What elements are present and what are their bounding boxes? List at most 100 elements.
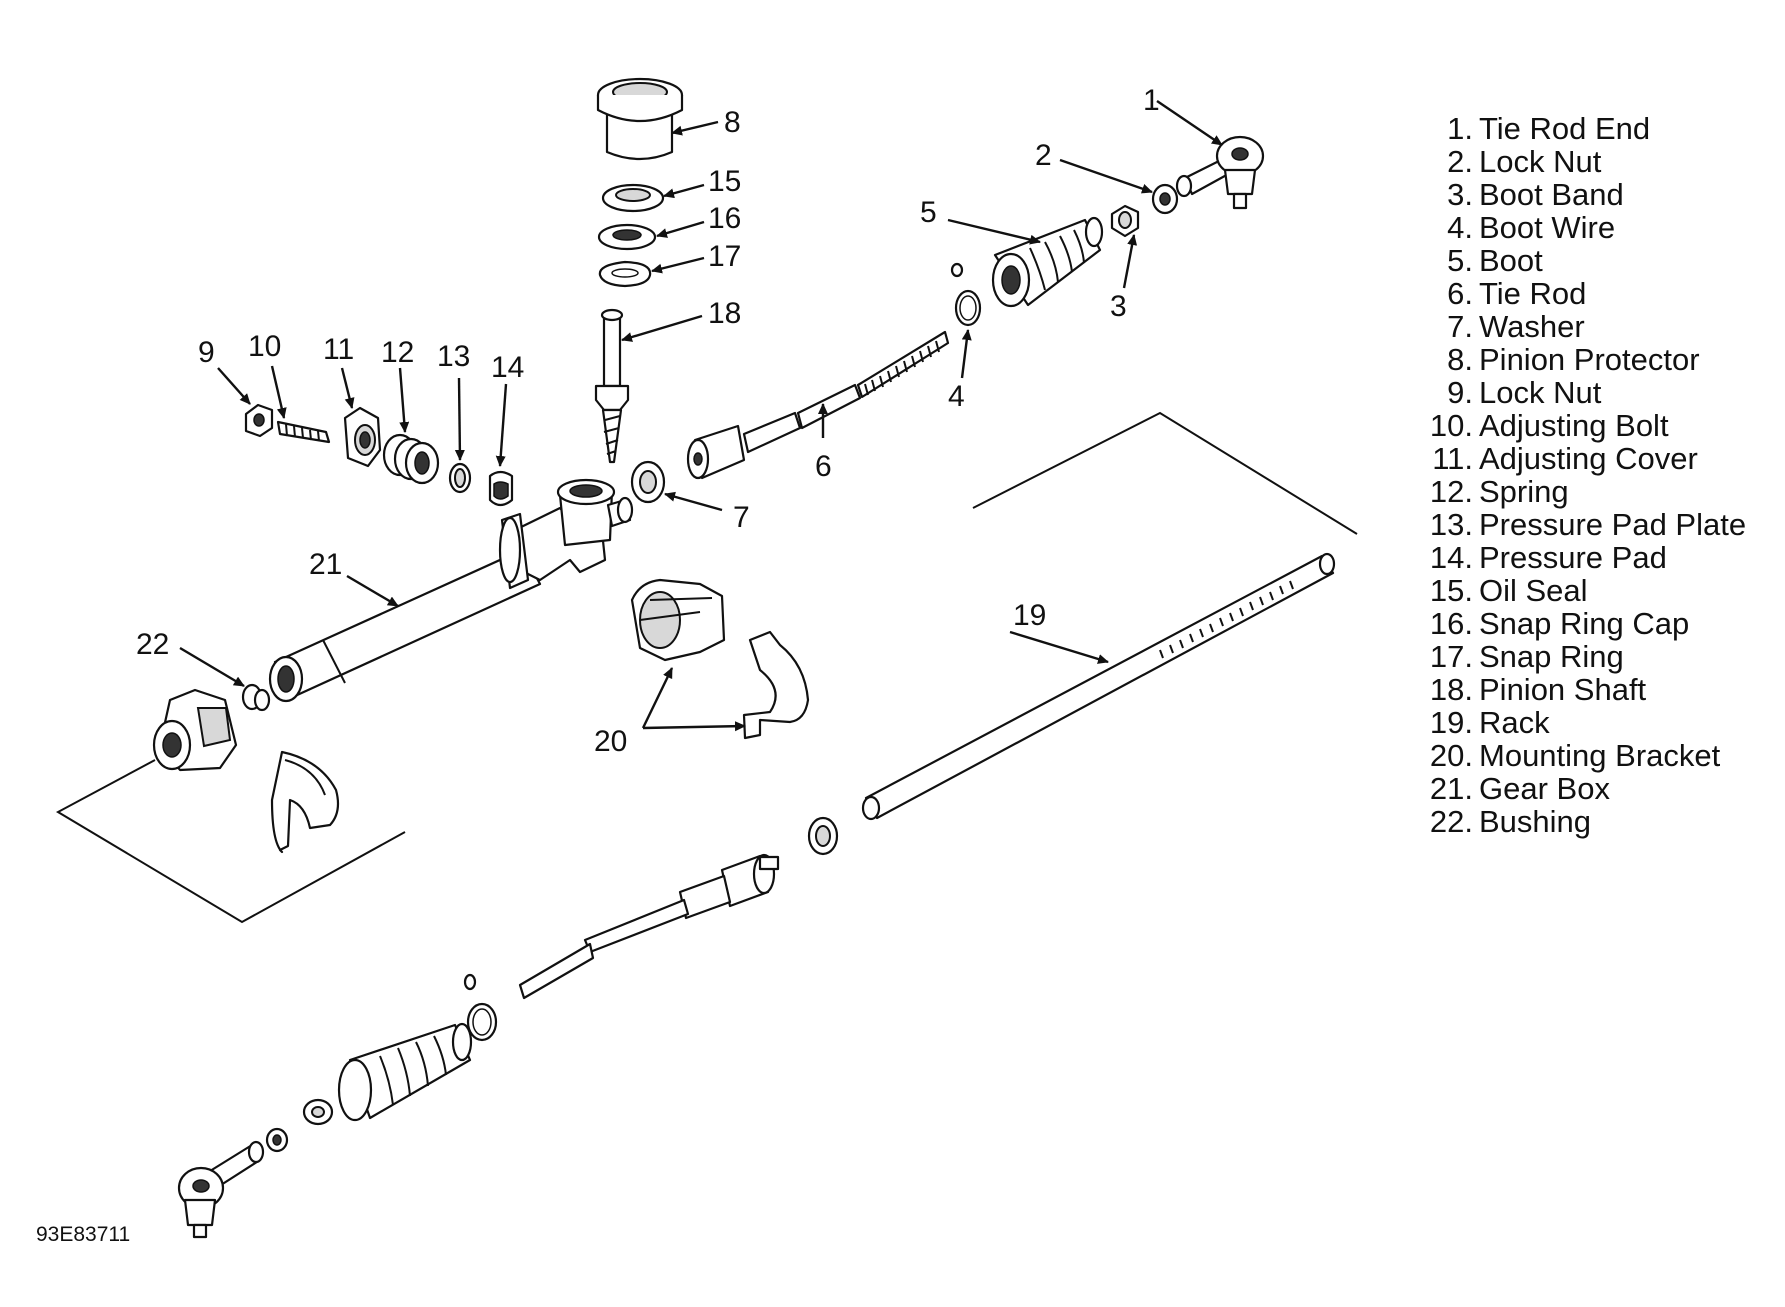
legend-label-17: Snap Ring	[1479, 639, 1624, 674]
leader-lines	[179, 100, 1223, 732]
legend-label-4: Boot Wire	[1479, 210, 1615, 245]
boot-wire-lower-part	[463, 973, 498, 1042]
rack-part	[861, 552, 1336, 821]
legend-label-20: Mounting Bracket	[1479, 738, 1721, 773]
pressure-pad-part	[488, 470, 514, 507]
callout-16: 16	[708, 202, 741, 235]
legend-label-13: Pressure Pad Plate	[1479, 507, 1746, 542]
snap-ring-cap-part	[597, 223, 657, 251]
callout-17: 17	[708, 240, 741, 273]
callout-4: 4	[948, 380, 965, 413]
figure-code: 93E83711	[36, 1223, 130, 1246]
legend-num-12: 12.	[1430, 474, 1473, 509]
callout-10: 10	[248, 330, 281, 363]
callout-12: 12	[381, 336, 414, 369]
legend-label-7: Washer	[1479, 309, 1585, 344]
legend-label-8: Pinion Protector	[1479, 342, 1700, 377]
callout-5: 5	[920, 196, 937, 229]
boot-upper-part	[991, 216, 1104, 308]
legend-num-19: 19.	[1430, 705, 1473, 740]
callout-21: 21	[309, 548, 342, 581]
legend-num-17: 17.	[1430, 639, 1473, 674]
legend-label-6: Tie Rod	[1479, 276, 1586, 311]
adjusting-bolt-part	[276, 420, 331, 444]
snap-ring-part	[598, 260, 652, 288]
legend-num-5: 5.	[1447, 243, 1473, 278]
legend-label-5: Boot	[1479, 243, 1543, 278]
boot-band-upper-part	[1110, 204, 1140, 238]
legend-num-21: 21.	[1430, 771, 1473, 806]
lock-nut-left-part	[244, 403, 274, 438]
assembly-guide-lines	[55, 411, 1358, 924]
callout-19: 19	[1013, 599, 1046, 632]
legend-num-3: 3.	[1447, 177, 1473, 212]
gear-box-part	[268, 478, 634, 703]
legend-label-9: Lock Nut	[1479, 375, 1602, 410]
callout-1: 1	[1143, 84, 1160, 117]
legend-label-14: Pressure Pad	[1479, 540, 1667, 575]
bushing-part	[241, 683, 271, 712]
legend-label-12: Spring	[1479, 474, 1569, 509]
callout-3: 3	[1110, 290, 1127, 323]
callout-9: 9	[198, 336, 215, 369]
boot-lower-part	[337, 1022, 473, 1122]
legend-num-16: 16.	[1430, 606, 1473, 641]
legend-label-19: Rack	[1479, 705, 1550, 740]
spring-part	[382, 433, 440, 485]
callout-11: 11	[323, 333, 354, 366]
boot-band-lower-part	[265, 1098, 334, 1153]
legend-num-7: 7.	[1447, 309, 1473, 344]
legend-label-11: Adjusting Cover	[1479, 441, 1698, 476]
callout-8: 8	[724, 106, 741, 139]
legend-num-9: 9.	[1447, 375, 1473, 410]
legend-label-16: Snap Ring Cap	[1479, 606, 1689, 641]
legend-label-21: Gear Box	[1479, 771, 1610, 806]
legend-num-11: 11.	[1432, 441, 1473, 476]
pressure-pad-plate-part	[448, 462, 472, 494]
callout-20: 20	[594, 725, 627, 758]
tie-rod-upper-part	[686, 330, 950, 480]
legend-num-15: 15.	[1430, 573, 1473, 608]
mounting-bracket-part	[630, 578, 810, 740]
legend-label-15: Oil Seal	[1479, 573, 1588, 608]
legend-num-8: 8.	[1447, 342, 1473, 377]
callout-labels: 1 2 3 4 5 6 7 8 15 16 17 18 9 10 11 12 1…	[136, 84, 1160, 758]
legend-num-2: 2.	[1447, 144, 1473, 179]
legend-num-20: 20.	[1430, 738, 1473, 773]
legend-num-14: 14.	[1430, 540, 1473, 575]
legend-label-3: Boot Band	[1479, 177, 1624, 212]
parts-legend: 1. Tie Rod End 2. Lock Nut 3. Boot Band …	[1430, 111, 1746, 839]
tie-rod-end-upper-part	[1175, 135, 1265, 210]
adjusting-cover-part	[343, 406, 382, 468]
oil-seal-part	[601, 183, 665, 213]
callout-22: 22	[136, 628, 169, 661]
lock-nut-upper-part	[1151, 183, 1179, 215]
legend-label-2: Lock Nut	[1479, 144, 1602, 179]
callout-7: 7	[733, 501, 750, 534]
legend-label-22: Bushing	[1479, 804, 1591, 839]
washer-part	[630, 460, 666, 504]
callout-15: 15	[708, 165, 741, 198]
legend-num-4: 4.	[1447, 210, 1473, 245]
legend-num-1: 1.	[1447, 111, 1473, 146]
legend-num-10: 10.	[1430, 408, 1473, 443]
boot-wire-upper-part	[950, 262, 982, 327]
tie-rod-end-lower-part	[177, 1140, 265, 1239]
tie-rod-lower-part	[518, 853, 780, 1000]
callout-6: 6	[815, 450, 832, 483]
legend-num-22: 22.	[1430, 804, 1473, 839]
legend-num-13: 13.	[1430, 507, 1473, 542]
washer-lower-part	[807, 816, 839, 856]
callout-2: 2	[1035, 139, 1052, 172]
callout-14: 14	[491, 351, 524, 384]
legend-label-18: Pinion Shaft	[1479, 672, 1647, 707]
legend-label-10: Adjusting Bolt	[1479, 408, 1669, 443]
pinion-protector-part	[596, 77, 684, 161]
left-bracket-assembly	[152, 688, 340, 854]
callout-13: 13	[437, 340, 470, 373]
legend-num-6: 6.	[1447, 276, 1473, 311]
legend-label-1: Tie Rod End	[1479, 111, 1650, 146]
legend-num-18: 18.	[1430, 672, 1473, 707]
callout-18: 18	[708, 297, 741, 330]
